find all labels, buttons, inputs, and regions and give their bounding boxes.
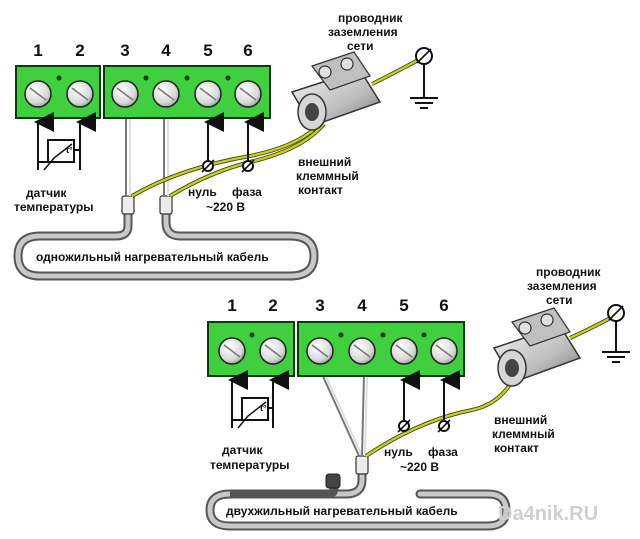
ground-label-line3: сети [347, 39, 373, 53]
ground-symbol-icon [410, 97, 438, 109]
cable-end-1a [121, 195, 135, 215]
ground-label-line3: сети [546, 293, 572, 307]
terminal-num-3: 3 [315, 296, 324, 315]
terminal-num-1: 1 [227, 296, 236, 315]
terminal-num-4: 4 [357, 296, 367, 315]
ground-label-line1: проводник [536, 265, 602, 279]
phase-label: фаза [232, 185, 262, 199]
thermistor-icon: t° [37, 139, 81, 171]
diagram-1: 1 2 3 4 5 6 t° датчик температуры [13, 11, 438, 281]
ground-label-line2: заземления [328, 25, 398, 39]
diagram-2: 1 2 3 4 5 6 t° датчик температуры нуль [205, 265, 630, 531]
contact-label-line3: контакт [298, 183, 343, 197]
terminal-screws-1 [24, 75, 262, 108]
terminal-num-5: 5 [203, 41, 212, 60]
terminal-num-3: 3 [120, 41, 129, 60]
cable-end-2 [355, 455, 369, 475]
ground-label-line2: заземления [527, 279, 597, 293]
cable-label-1: одножильный нагревательный кабель [36, 250, 269, 264]
ground-terminal-icon [415, 47, 433, 98]
ground-symbol-icon [602, 351, 630, 363]
screen-wire-1 [130, 120, 324, 198]
sensor-label-line1: датчик [222, 443, 264, 457]
neutral-label: нуль [188, 185, 217, 199]
sensor-label-line1: датчик [26, 186, 68, 200]
sensor-label-line2: температуры [14, 200, 93, 214]
voltage-label: ~220 В [206, 200, 245, 214]
terminal-screws-2 [218, 332, 458, 365]
terminal-num-5: 5 [399, 296, 408, 315]
thermistor-icon: t° [231, 397, 274, 429]
phase-terminal-icon [437, 419, 451, 433]
neutral-terminal-icon [397, 419, 411, 433]
terminal-num-2: 2 [268, 296, 277, 315]
contact-label-line2: клеммный [296, 169, 359, 183]
contact-label-line1: внешний [494, 413, 547, 427]
contact-label-line1: внешний [298, 155, 351, 169]
phase-terminal-icon [241, 159, 255, 173]
watermark: Da4nik.RU [498, 503, 598, 525]
neutral-terminal-icon [201, 159, 215, 173]
cable-label-2: двухжильный нагревательный кабель [226, 504, 458, 518]
terminal-num-1: 1 [33, 41, 42, 60]
svg-text:t°: t° [260, 403, 267, 413]
contact-label-line2: клеммный [492, 427, 555, 441]
phase-label: фаза [428, 445, 458, 459]
terminal-num-6: 6 [243, 41, 252, 60]
external-clamp-1 [290, 51, 382, 131]
ground-label-line1: проводник [338, 11, 404, 25]
sensor-label-line2: температуры [210, 458, 289, 472]
ground-terminal-icon [607, 304, 625, 352]
svg-text:t°: t° [66, 145, 73, 155]
contact-label-line3: контакт [494, 441, 539, 455]
cable-cap [325, 473, 341, 489]
neutral-label: нуль [384, 445, 413, 459]
external-clamp-2 [492, 307, 582, 387]
terminal-num-2: 2 [75, 41, 84, 60]
voltage-label: ~220 В [400, 460, 439, 474]
terminal-num-4: 4 [161, 41, 171, 60]
cable-end-1b [159, 195, 173, 215]
terminal-num-6: 6 [439, 296, 448, 315]
